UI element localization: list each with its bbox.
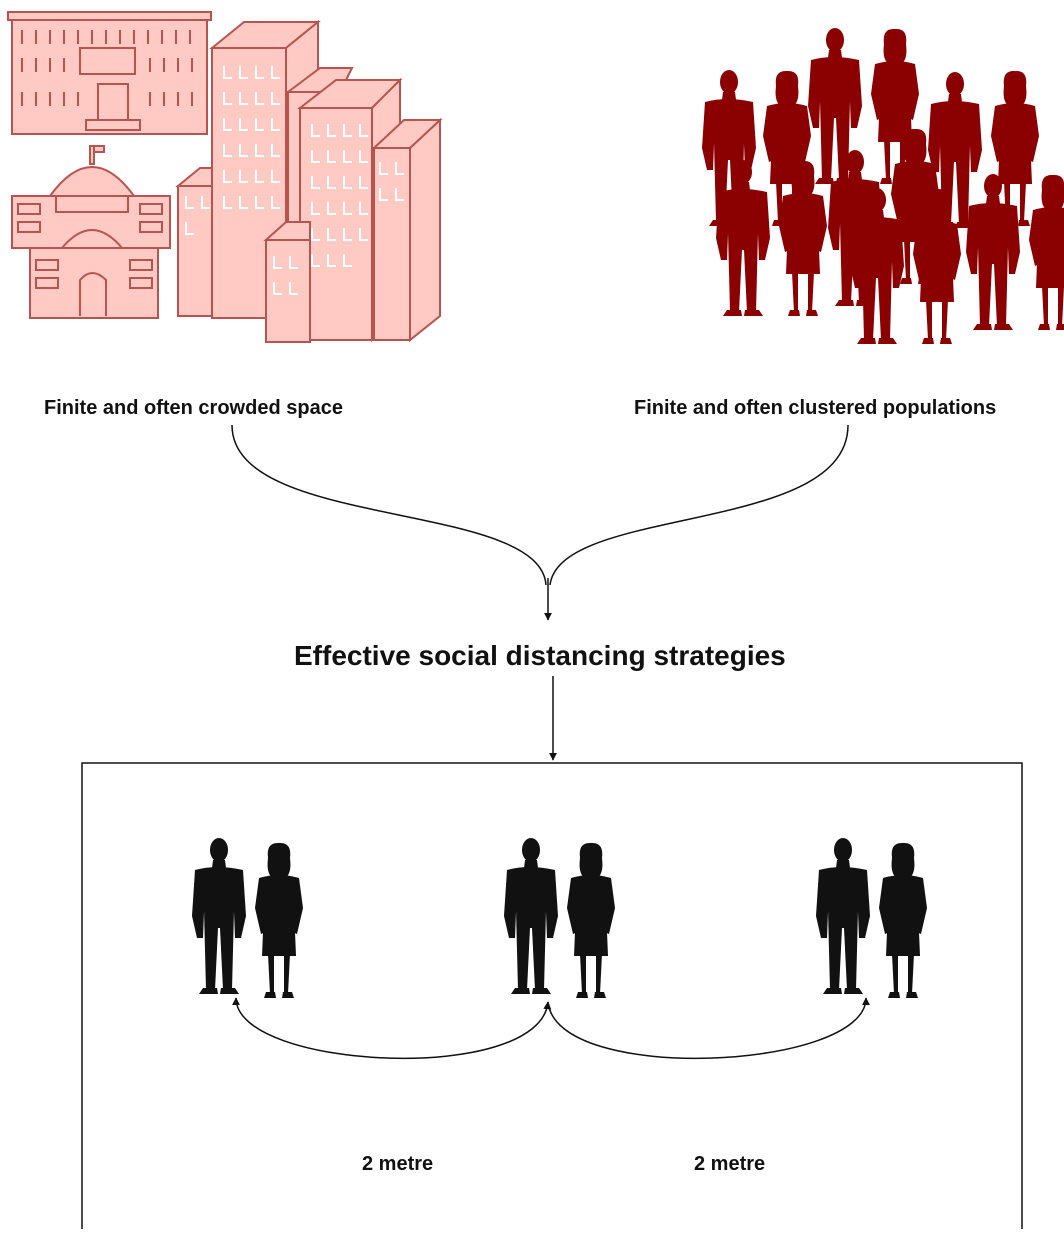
clustered-populations-label: Finite and often clustered populations bbox=[634, 397, 997, 419]
business-couple-icon bbox=[504, 838, 615, 998]
crowded-space-label: Finite and often crowded space bbox=[44, 397, 343, 419]
distance-arrow-right bbox=[547, 997, 870, 1060]
distance-arrow-left bbox=[232, 997, 552, 1060]
strategies-heading: Effective social distancing strategies bbox=[294, 640, 786, 671]
strategy-box bbox=[81, 762, 1023, 1234]
business-couple-icon bbox=[816, 838, 927, 998]
city-buildings-icon bbox=[7, 11, 443, 343]
connector-left bbox=[231, 424, 547, 586]
business-crowd-icon bbox=[702, 28, 1064, 344]
distance-label-right: 2 metre bbox=[694, 1153, 766, 1175]
connector-right bbox=[549, 424, 849, 586]
distance-label-left: 2 metre bbox=[362, 1153, 434, 1175]
business-couple-icon bbox=[192, 838, 303, 998]
